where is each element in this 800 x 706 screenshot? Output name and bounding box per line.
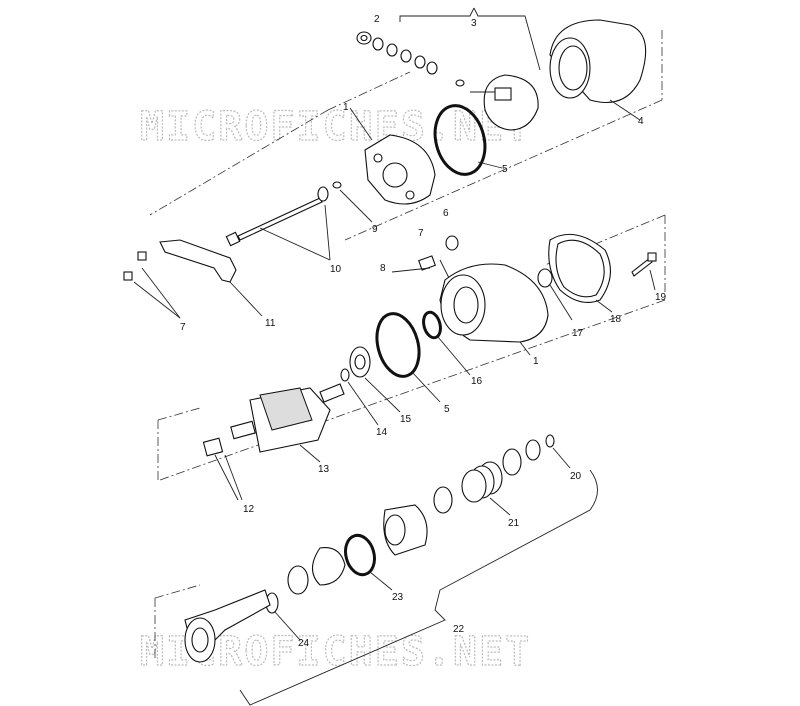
callout-5-lower: 5 [444,404,450,415]
part-13-armature [230,383,345,463]
callout-17: 17 [572,328,584,339]
part-16-o-ring [422,310,442,340]
assembly-boundaries [149,30,666,660]
callout-labels: 2 3 4 1 5 9 6 7 8 10 11 7 19 17 18 1 16 … [180,14,667,649]
part-2-nut-washers [356,31,438,75]
callout-12: 12 [243,504,255,515]
bracket-22 [239,469,598,706]
callout-21: 21 [508,518,520,529]
watermark-top: MICROFICHES.NET [140,104,531,150]
callout-24: 24 [298,638,310,649]
callout-9: 9 [372,224,378,235]
callout-13: 13 [318,464,330,475]
part-7-bolts-left [123,251,181,319]
part-12-insulator [202,437,243,501]
callout-7-left: 7 [180,322,186,333]
callout-22: 22 [453,624,465,635]
callout-3: 3 [471,18,477,29]
callout-20: 20 [570,471,582,482]
callout-7-right: 7 [418,228,424,239]
part-20-ring [525,434,571,469]
bracket-3 [399,7,475,22]
part-1-rear-cover [349,107,436,205]
callout-15: 15 [400,414,412,425]
callout-6: 6 [443,208,449,219]
callout-1-lower: 1 [533,356,539,367]
callout-23: 23 [392,592,404,603]
part-5-o-ring-upper [433,104,487,176]
callout-2: 2 [374,14,380,25]
callout-4: 4 [638,116,644,127]
part-9-ring [332,181,342,189]
part-19-screw [631,252,657,291]
part-3-brush-holder [455,74,539,131]
part-18-gasket [548,233,613,313]
callout-18: 18 [610,314,622,325]
callout-14: 14 [376,427,388,438]
part-4-yoke-housing [549,19,647,121]
callout-8: 8 [380,263,386,274]
callout-5-upper: 5 [502,164,508,175]
callout-10: 10 [330,264,342,275]
callout-16: 16 [471,376,483,387]
part-21-spring-collar [433,448,522,516]
part-15-bearing [349,346,401,413]
callout-19: 19 [655,292,667,303]
part-1-front-cover [439,263,549,356]
part-22-clutch-gear [383,504,428,556]
part-14-snap-ring [340,368,350,382]
part-11-bracket [159,239,263,317]
callout-1-upper: 1 [343,102,349,113]
part-23-rings [287,533,393,595]
part-22-pinion-gear [184,589,271,663]
part-10-through-bolt [225,186,331,261]
callout-11: 11 [265,318,276,329]
part-5-o-ring-lower [375,312,421,378]
part-17-washer [537,268,553,288]
